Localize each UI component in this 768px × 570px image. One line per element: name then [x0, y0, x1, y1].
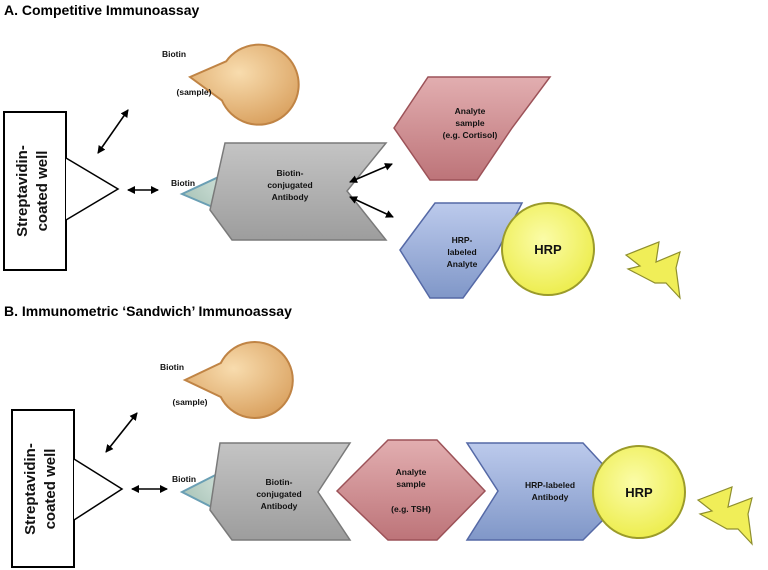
- arrow-a-analyte: [349, 163, 393, 183]
- well-a-line1: Streptavidin-: [14, 145, 31, 237]
- streptavidin-well-a: Streptavidin- coated well: [3, 111, 120, 271]
- biotin-sample-a-bottom: (sample): [177, 87, 212, 97]
- biotin-sample-b-bottom: (sample): [173, 397, 208, 407]
- arrow-a-biotin-sample: [97, 109, 129, 154]
- antibody-b-line3: Antibody: [261, 501, 298, 511]
- biotin-sample-a: Biotin (sample): [162, 43, 300, 126]
- hrp-antibody-b-line2: Antibody: [532, 492, 569, 502]
- lightning-b-icon: [696, 486, 753, 546]
- streptavidin-well-b: Streptavidin- coated well: [11, 409, 124, 568]
- hrp-b: HRP: [592, 445, 686, 539]
- arrow-b-biotin-sample: [105, 412, 138, 453]
- analyte-b-line3: (e.g. TSH): [391, 504, 431, 514]
- hrp-analyte-a-line3: Analyte: [447, 259, 478, 269]
- analyte-b-line2: sample: [396, 479, 426, 489]
- well-a-line2: coated well: [34, 151, 51, 232]
- analyte-a-line3: (e.g. Cortisol): [443, 130, 498, 140]
- biotin-sample-b-top: Biotin: [160, 362, 184, 372]
- analyte-a: Analyte sample (e.g. Cortisol): [393, 76, 552, 181]
- analyte-a-line2: sample: [455, 118, 485, 128]
- biotin-sample-b: Biotin (sample): [160, 341, 294, 419]
- hrp-labeled-antibody-b: HRP-labeled Antibody: [465, 442, 609, 541]
- biotin-a-label: Biotin: [171, 178, 195, 188]
- lightning-a-icon: [624, 241, 681, 300]
- hrp-analyte-a-line2: labeled: [447, 247, 476, 257]
- antibody-a-line2: conjugated: [267, 180, 312, 190]
- antibody-a: Biotin- conjugated Antibody: [209, 142, 388, 241]
- hrp-a-label: HRP: [534, 242, 562, 257]
- biotin-b-label: Biotin: [172, 474, 196, 484]
- analyte-b: Analyte sample (e.g. TSH): [335, 439, 487, 541]
- section-b-title: B. Immunometric ‘Sandwich’ Immunoassay: [4, 303, 292, 319]
- hrp-b-label: HRP: [625, 485, 653, 500]
- arrow-a-hrp-analyte: [349, 196, 394, 218]
- section-b: Streptavidin- coated well Biotin (sample…: [11, 341, 753, 568]
- antibody-b-line2: conjugated: [256, 489, 301, 499]
- antibody-b-line1: Biotin-: [266, 477, 293, 487]
- antibody-a-line3: Antibody: [272, 192, 309, 202]
- section-a: Streptavidin- coated well Biotin (sample…: [3, 43, 681, 300]
- hrp-labeled-analyte-a: HRP- labeled Analyte: [399, 202, 524, 299]
- antibody-b: Biotin- conjugated Antibody: [209, 442, 352, 541]
- well-b-line2: coated well: [42, 449, 59, 530]
- analyte-a-line1: Analyte: [455, 106, 486, 116]
- analyte-b-line1: Analyte: [396, 467, 427, 477]
- well-b-line1: Streptavidin-: [22, 443, 39, 535]
- hrp-analyte-a-line1: HRP-: [452, 235, 473, 245]
- hrp-a: HRP: [501, 202, 595, 296]
- biotin-sample-a-top: Biotin: [162, 49, 186, 59]
- antibody-a-line1: Biotin-: [277, 168, 304, 178]
- section-a-title: A. Competitive Immunoassay: [4, 2, 200, 18]
- hrp-antibody-b-line1: HRP-labeled: [525, 480, 575, 490]
